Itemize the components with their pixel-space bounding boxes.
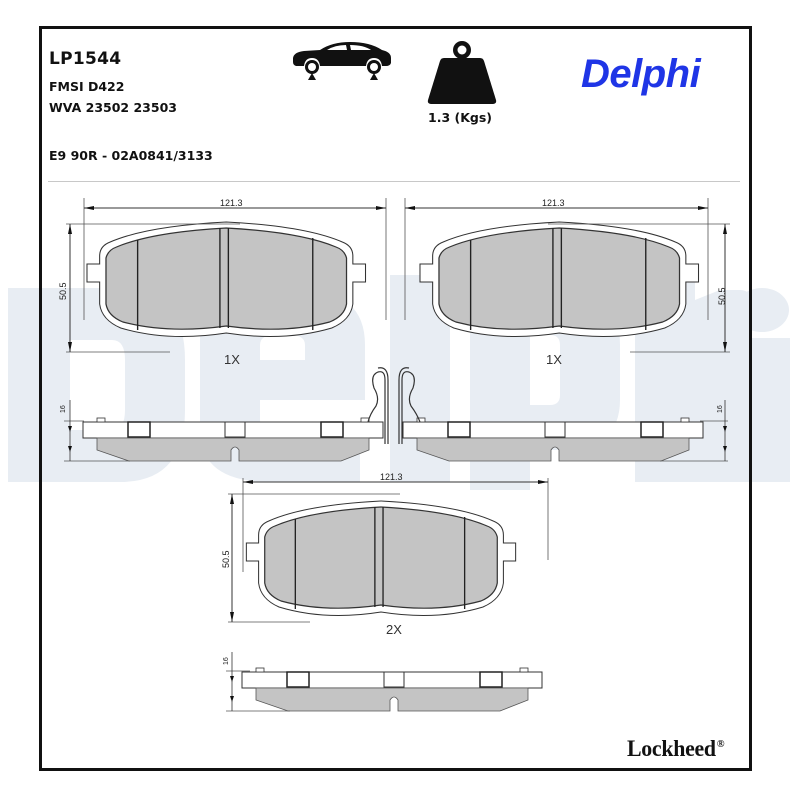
pad-height-dim: 50.5 xyxy=(221,550,231,568)
lockheed-logo: Lockheed® xyxy=(627,736,725,762)
header-separator xyxy=(48,181,740,182)
pad-width-dim: 121.3 xyxy=(380,472,403,482)
lockheed-wordmark: Lockheed xyxy=(627,736,716,761)
pad-width-dim: 121.3 xyxy=(542,198,565,208)
thickness-dim: 16 xyxy=(60,405,67,413)
datasheet-frame xyxy=(39,26,752,771)
quantity-label: 1X xyxy=(224,352,240,367)
wva-codes: WVA 23502 23503 xyxy=(49,100,177,115)
pad-height-dim: 50.5 xyxy=(58,282,68,300)
weight-icon xyxy=(427,41,497,104)
anti-rattle-clip xyxy=(367,367,421,444)
fmsi-code: FMSI D422 xyxy=(49,79,125,94)
quantity-label: 1X xyxy=(546,352,562,367)
thickness-dim: 16 xyxy=(223,657,230,665)
quantity-label: 2X xyxy=(386,622,402,637)
ece-approval: E9 90R - 02A0841/3133 xyxy=(49,148,213,163)
thickness-dim: 16 xyxy=(717,405,724,413)
weight-value: 1.3 (Kgs) xyxy=(428,110,492,125)
registered-mark: ® xyxy=(716,738,725,750)
part-number: LP1544 xyxy=(49,49,122,69)
car-front-axle-icon xyxy=(293,42,391,80)
pad-width-dim: 121.3 xyxy=(220,198,243,208)
pad-height-dim: 50.5 xyxy=(717,287,727,305)
delphi-logo: Delphi xyxy=(581,52,701,96)
